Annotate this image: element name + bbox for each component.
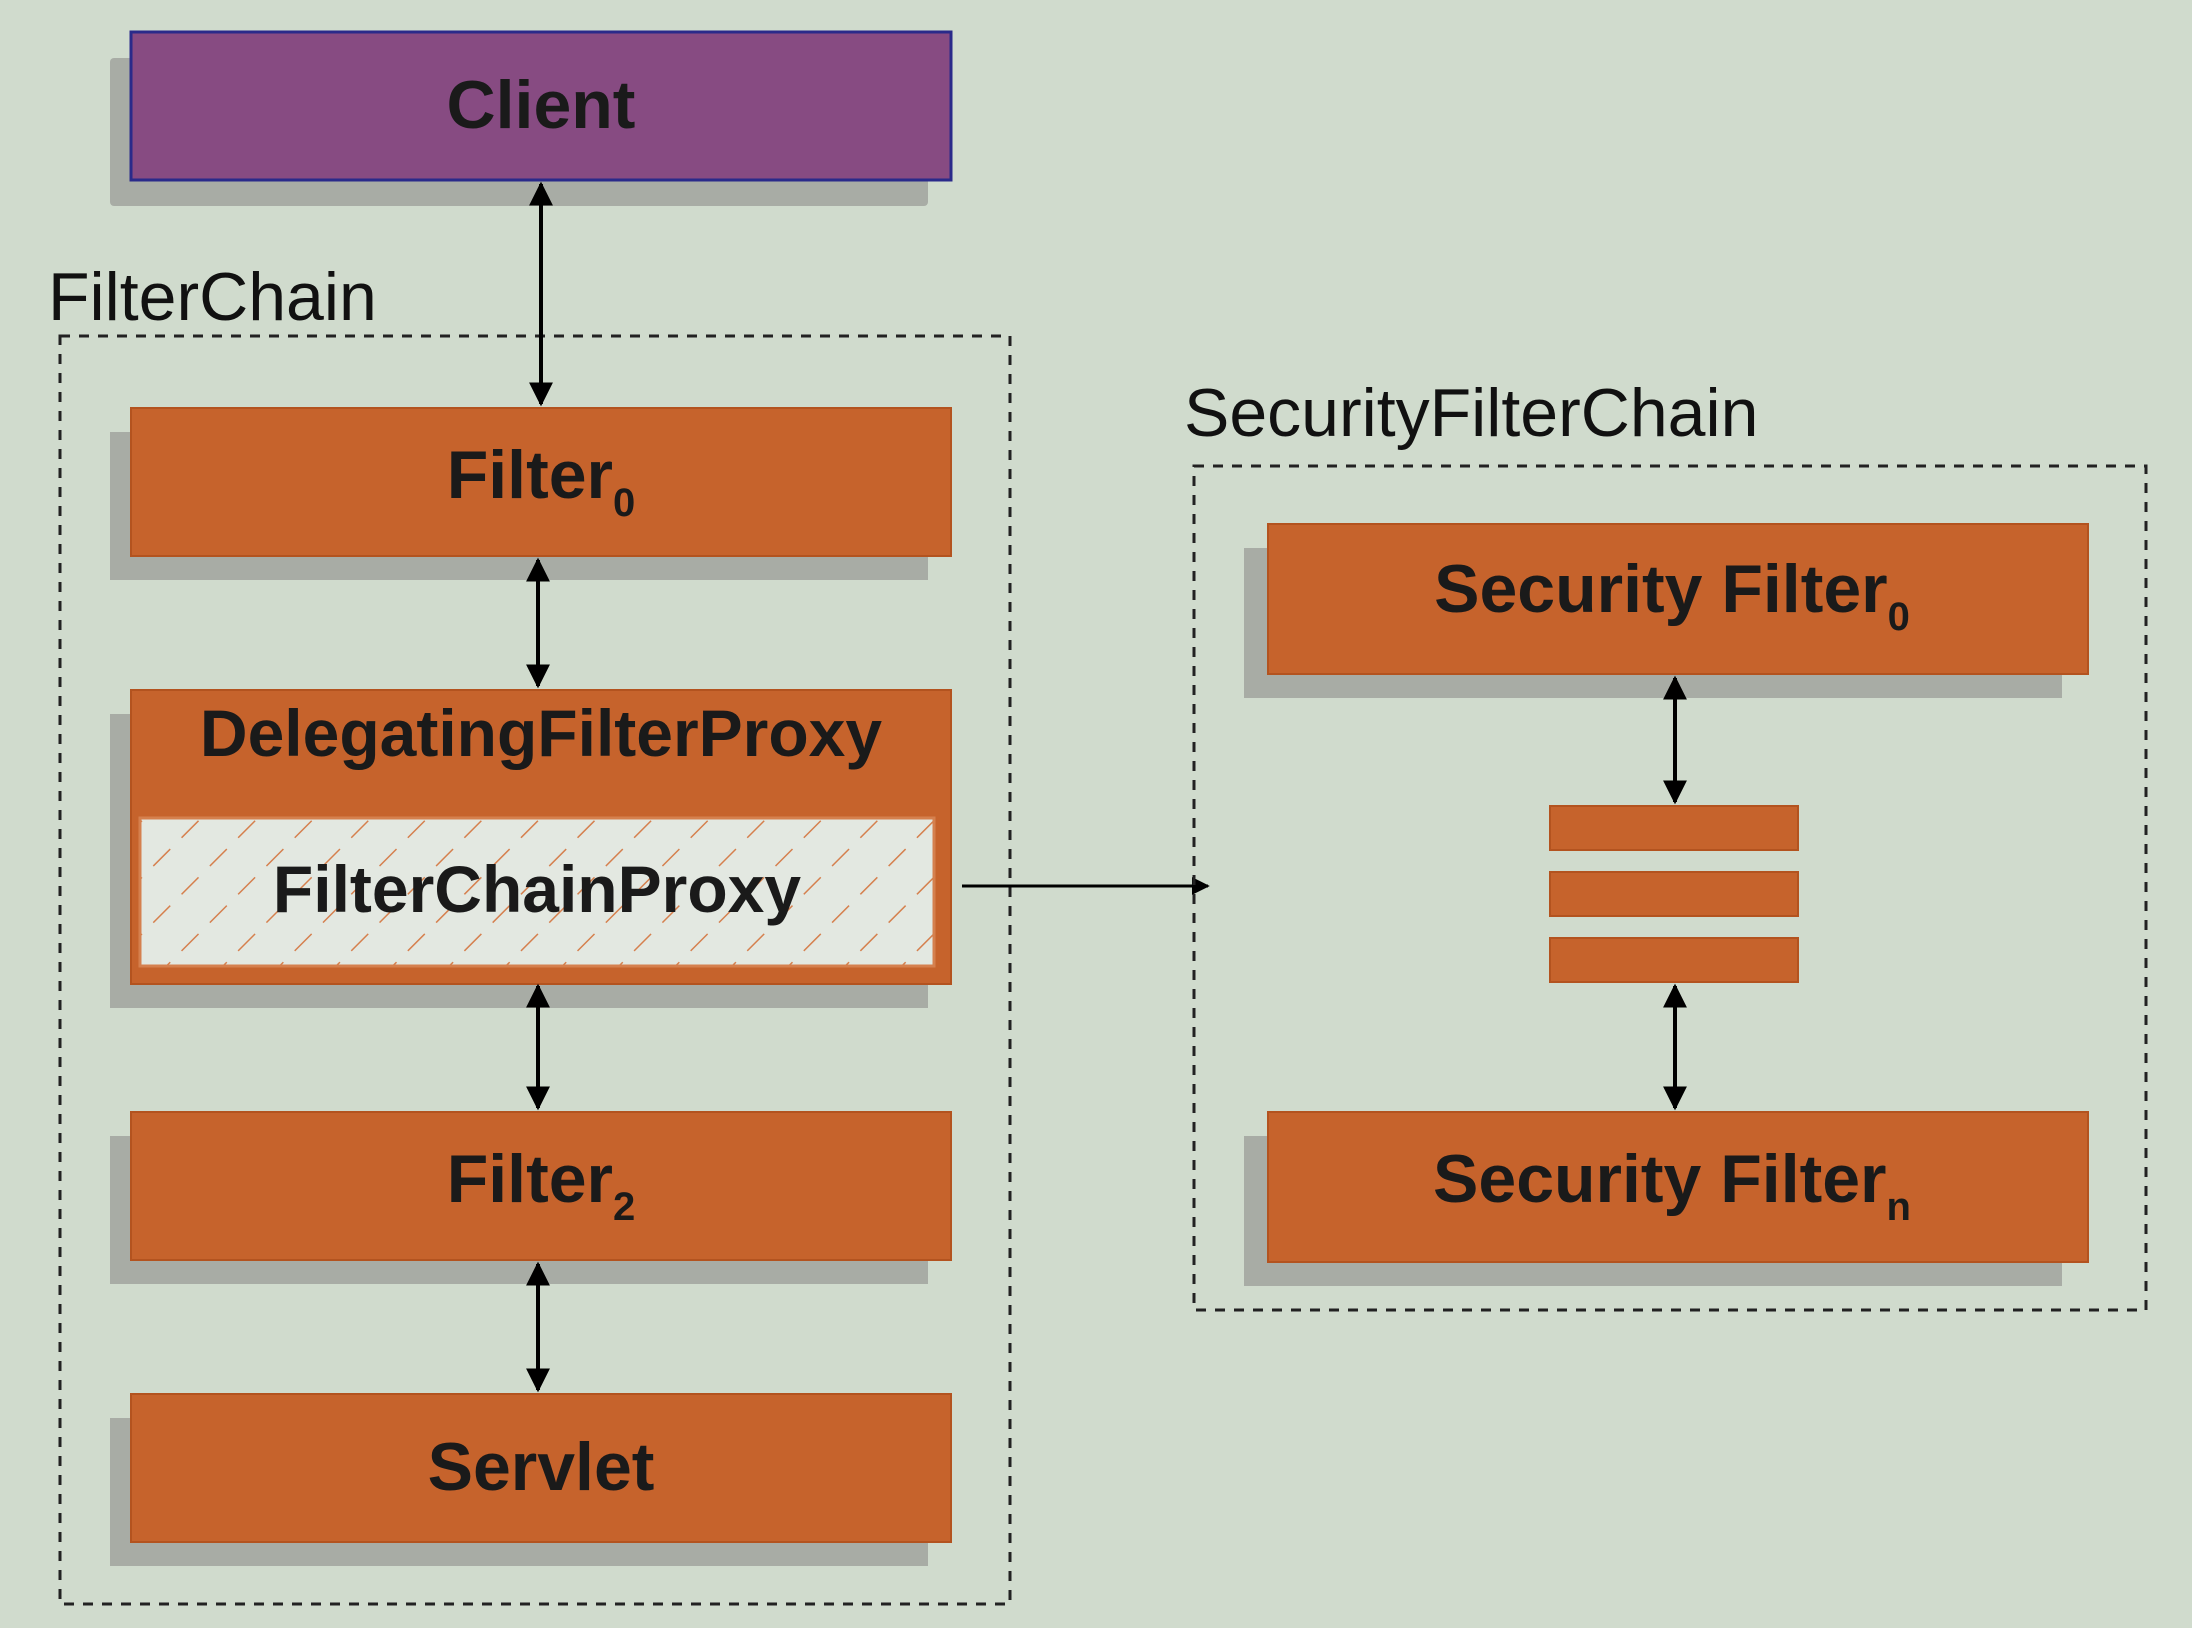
filter-chain-proxy-label: FilterChainProxy — [273, 852, 801, 926]
filter2-subscript: 2 — [613, 1185, 635, 1229]
security-filter0-box: Security Filter0 — [1244, 523, 2089, 698]
intermediate-filter-bar — [1549, 937, 1799, 983]
delegating-filter-proxy-box: DelegatingFilterProxy FilterChainProxy — [110, 689, 952, 1008]
security-filtern-rect — [1267, 1111, 2089, 1263]
security-filtern-label: Security Filtern — [1433, 1141, 1911, 1229]
security-filter0-label: Security Filter0 — [1434, 551, 1910, 639]
filter0-subscript: 0 — [613, 481, 635, 525]
security-filterchain-container — [1192, 464, 2148, 1312]
filterchain-title: FilterChain — [48, 259, 377, 335]
servlet-box: Servlet — [110, 1393, 952, 1566]
client-label: Client — [447, 67, 636, 143]
filter0-rect — [130, 407, 952, 557]
client-box: Client — [110, 30, 953, 206]
client-rect — [129, 30, 953, 182]
filter0-label: Filter0 — [447, 437, 636, 525]
filter2-label: Filter2 — [447, 1141, 636, 1229]
filter-chain-proxy-hatch — [140, 818, 934, 966]
servlet-label: Servlet — [428, 1429, 655, 1505]
security-filtern-subscript: n — [1887, 1185, 1911, 1229]
intermediate-filter-bar — [1549, 805, 1799, 851]
servlet-rect — [130, 1393, 952, 1543]
filter2-box: Filter2 — [110, 1111, 952, 1284]
security-filter0-subscript: 0 — [1888, 595, 1910, 639]
security-filter0-rect — [1267, 523, 2089, 675]
security-filterchain-title: SecurityFilterChain — [1184, 375, 1758, 451]
intermediate-filters-stack — [1549, 805, 1799, 983]
security-filtern-box: Security Filtern — [1244, 1111, 2089, 1286]
intermediate-filter-bar — [1549, 871, 1799, 917]
filter0-box: Filter0 — [110, 407, 952, 580]
filter2-rect — [130, 1111, 952, 1261]
filter-chain-proxy-box: FilterChainProxy — [138, 816, 936, 968]
delegating-label: DelegatingFilterProxy — [200, 696, 882, 770]
